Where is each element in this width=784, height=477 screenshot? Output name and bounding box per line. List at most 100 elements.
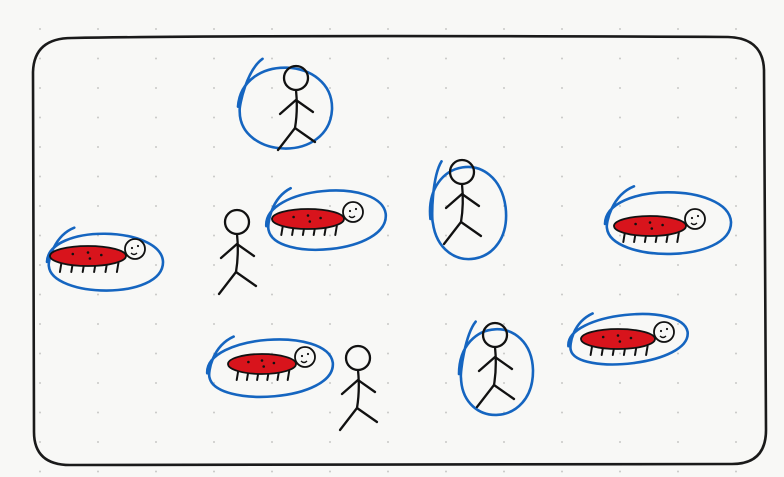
figure-legs (276, 126, 317, 152)
grid-dot (271, 293, 273, 296)
grid-dot (677, 352, 679, 355)
grid-dot (39, 116, 41, 119)
grid-dot (213, 57, 215, 60)
bug-eye (696, 214, 700, 218)
figure-arms (219, 242, 256, 260)
grid-dot (39, 146, 41, 148)
bug-leg (676, 232, 680, 243)
grid-dot (155, 411, 157, 414)
selection-loop (428, 160, 508, 261)
bug-spot (618, 340, 622, 343)
grid-dot (503, 323, 505, 325)
grid-dot (561, 441, 563, 443)
grid-dot (155, 205, 157, 207)
grid-dot (329, 87, 331, 89)
grid-dot (213, 146, 215, 148)
grid-dot (213, 264, 215, 266)
grid-dot (561, 411, 563, 414)
grid-dot (97, 57, 99, 60)
bug-body (271, 208, 345, 230)
grid-dot (97, 87, 99, 89)
grid-dot (329, 175, 331, 178)
grid-dot (387, 382, 389, 384)
grid-dot (735, 87, 737, 89)
grid-dot (445, 441, 447, 443)
bug-eye (130, 246, 134, 250)
grid-dot (735, 57, 737, 60)
grid-dot (677, 470, 679, 473)
grid-dot (39, 28, 41, 30)
grid-dot (97, 382, 99, 384)
grid-dot (503, 441, 505, 443)
grid-dot (97, 175, 99, 178)
bug-body (580, 328, 656, 350)
grid-dot (155, 352, 157, 355)
grid-dot (155, 87, 157, 89)
grid-dot (97, 470, 99, 473)
grid-dot (677, 57, 679, 60)
grid-dot (619, 293, 621, 296)
grid-dot (387, 57, 389, 60)
grid-dot (677, 175, 679, 178)
grid-dot (677, 382, 679, 384)
grid-dot (97, 146, 99, 148)
bug-spot (308, 220, 312, 223)
grid-dot (735, 470, 737, 473)
figure-arms (278, 98, 315, 116)
grid-dot (503, 87, 505, 89)
grid-dot (735, 382, 737, 384)
grid-dot (619, 116, 621, 119)
grid-dot (735, 205, 737, 207)
bug-mouth (300, 360, 308, 364)
grid-dot (445, 57, 447, 60)
grid-dot (213, 470, 215, 473)
grid-dot (155, 293, 157, 296)
grid-dot (213, 234, 215, 237)
grid-dot (677, 323, 679, 325)
figure-head (448, 158, 476, 186)
selection-loop (567, 312, 689, 366)
grid-dot (271, 411, 273, 414)
figure-torso (492, 345, 497, 387)
grid-dot (155, 116, 157, 119)
grid-dot (735, 293, 737, 296)
stick-figure-icon (338, 344, 379, 432)
bug-eye (300, 354, 304, 358)
grid-dot (387, 264, 389, 266)
grid-dot (445, 323, 447, 325)
bug-spot (629, 336, 633, 340)
stick-figure-icon (276, 64, 317, 152)
grid-dot (445, 470, 447, 473)
grid-dot (735, 28, 737, 30)
selection-loop (264, 186, 388, 252)
grid-dot (329, 57, 331, 60)
grid-dot (97, 205, 99, 207)
grid-dot (619, 146, 621, 148)
bug-leg (280, 225, 284, 236)
grid-dot (271, 116, 273, 119)
bug-leg (115, 262, 120, 273)
selection-loop (205, 335, 335, 399)
grid-dot (329, 411, 331, 414)
ladybug-icon (271, 201, 364, 236)
grid-dot (97, 411, 99, 414)
grid-dot (619, 205, 621, 207)
grid-dot (155, 28, 157, 30)
grid-dot (677, 293, 679, 296)
grid-dot (387, 116, 389, 119)
grid-dot (445, 234, 447, 237)
grid-dot (329, 382, 331, 384)
grid-dot (155, 441, 157, 443)
grid-dot (677, 411, 679, 414)
ladybug-icon (227, 346, 316, 381)
bug-spot (86, 251, 90, 254)
bug-spot (661, 223, 664, 227)
selection-loop (236, 57, 334, 150)
ladybug-icon (613, 208, 706, 243)
grid-dot (677, 146, 679, 148)
figure-head (344, 344, 372, 372)
grid-dot (39, 411, 41, 414)
rounded-frame (31, 34, 768, 467)
ladybug-icon (580, 321, 675, 356)
bug-spot (306, 214, 310, 217)
